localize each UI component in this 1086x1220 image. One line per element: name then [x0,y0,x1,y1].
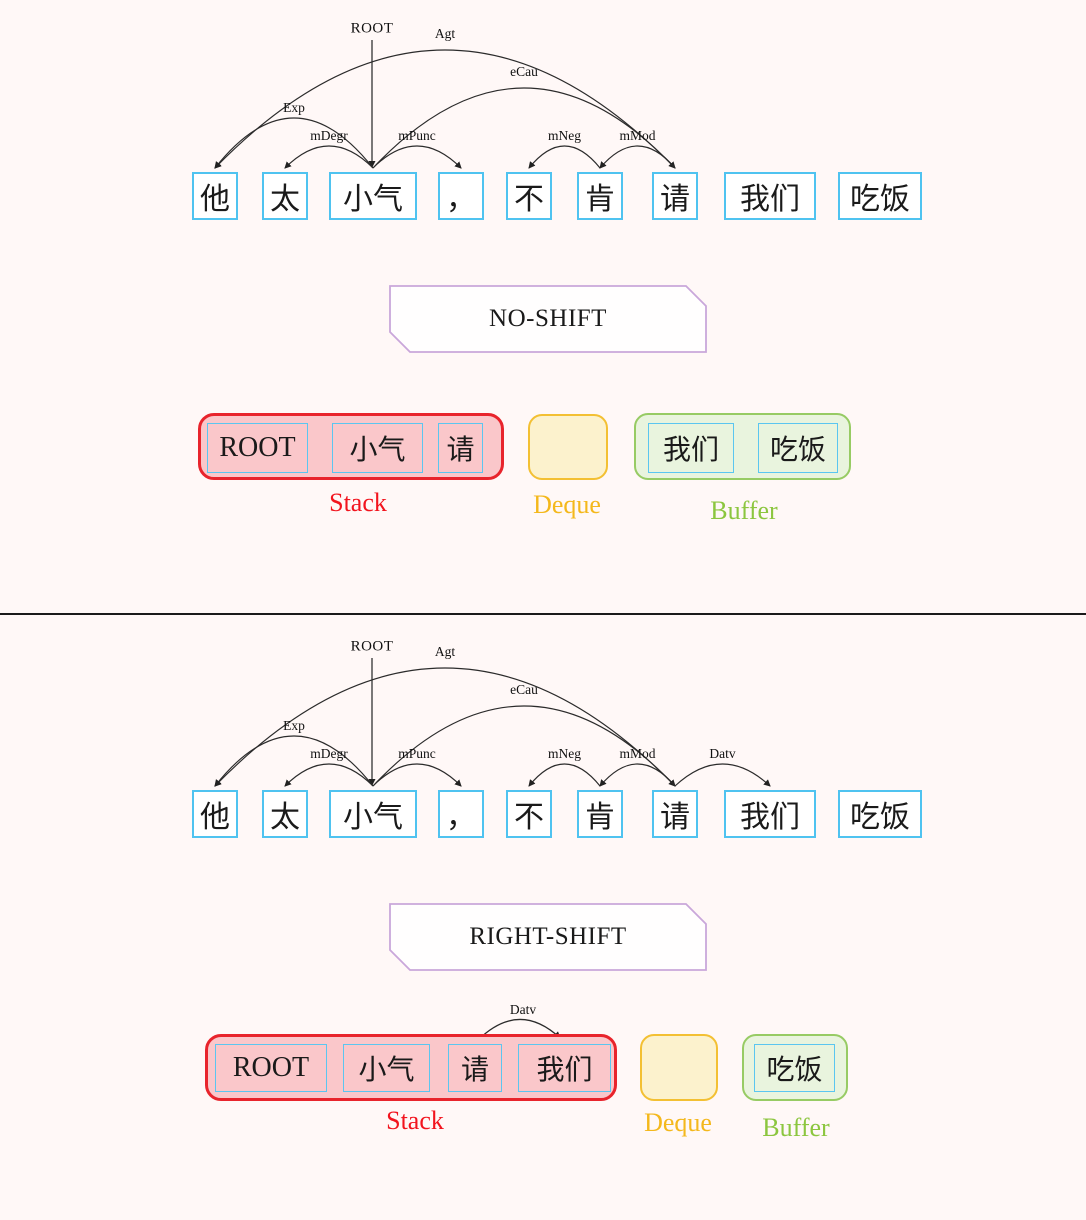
buffer-item: 吃饭 [758,423,838,473]
dependency-arc-label: eCau [510,682,538,697]
stack-label: Stack [329,488,387,517]
stack-label: Stack [386,1106,444,1135]
dependency-arc-label: mNeg [548,746,581,761]
buffer-label: Buffer [710,496,778,525]
dependency-arc [528,763,601,787]
stack-item: 小气 [343,1044,430,1092]
stack-arc-label: Datv [509,1002,537,1017]
dependency-arc [599,763,676,787]
dependency-arc-label: eCau [510,64,538,79]
word-box: 请 [652,172,698,220]
dependency-arc-label: mDegr [310,746,348,761]
dependency-arc [214,117,374,169]
stack-item: ROOT [207,423,308,473]
panel-divider [0,613,1086,615]
word-box: 肯 [577,790,623,838]
dependency-arc-label: mMod [619,128,656,143]
word-box: 他 [192,172,238,220]
word-box: 请 [652,790,698,838]
word-box: 肯 [577,172,623,220]
word-box: 不 [506,172,552,220]
dependency-arc-label: Agt [434,26,456,41]
word-box: 吃饭 [838,172,922,220]
deque-label: Deque [644,1108,712,1137]
action-label: NO-SHIFT [489,305,607,332]
dependency-arc [528,145,601,169]
word-box: 他 [192,790,238,838]
root-arc-label: ROOT [350,638,394,655]
buffer-item: 我们 [648,423,734,473]
action-label: RIGHT-SHIFT [469,923,627,950]
dependency-arc [372,145,462,169]
stack-item: ROOT [215,1044,327,1092]
dependency-arc-label: mNeg [548,128,581,143]
deque-container [528,414,608,480]
word-box: ， [438,172,484,220]
word-box: ， [438,790,484,838]
deque-container [640,1034,718,1101]
word-box: 吃饭 [838,790,922,838]
dependency-arc-label: Datv [709,746,736,761]
word-box: 太 [262,172,308,220]
stack-item: 小气 [332,423,423,473]
dependency-arc [674,763,771,787]
buffer-label: Buffer [762,1113,830,1142]
word-box: 小气 [329,790,417,838]
dependency-arc [372,763,462,787]
dependency-arc [284,145,374,169]
word-box: 太 [262,790,308,838]
word-box: 不 [506,790,552,838]
dependency-arc-label: Exp [283,718,305,733]
dependency-arc-label: mDegr [310,128,348,143]
word-box: 我们 [724,172,816,220]
stack-item: 我们 [518,1044,611,1092]
word-box: 小气 [329,172,417,220]
dependency-arc-label: mPunc [398,746,436,761]
dependency-arc-label: mPunc [398,128,436,143]
root-arc-label: ROOT [350,20,394,37]
deque-label: Deque [533,490,601,519]
buffer-item: 吃饭 [754,1044,835,1092]
dependency-arc-label: Exp [283,100,305,115]
dependency-arc-label: mMod [619,746,656,761]
dependency-arc [214,735,374,787]
dependency-arc [284,763,374,787]
dependency-arc [599,145,676,169]
stack-item: 请 [438,423,483,473]
word-box: 我们 [724,790,816,838]
dependency-arc-label: Agt [434,644,456,659]
stack-item: 请 [448,1044,502,1092]
